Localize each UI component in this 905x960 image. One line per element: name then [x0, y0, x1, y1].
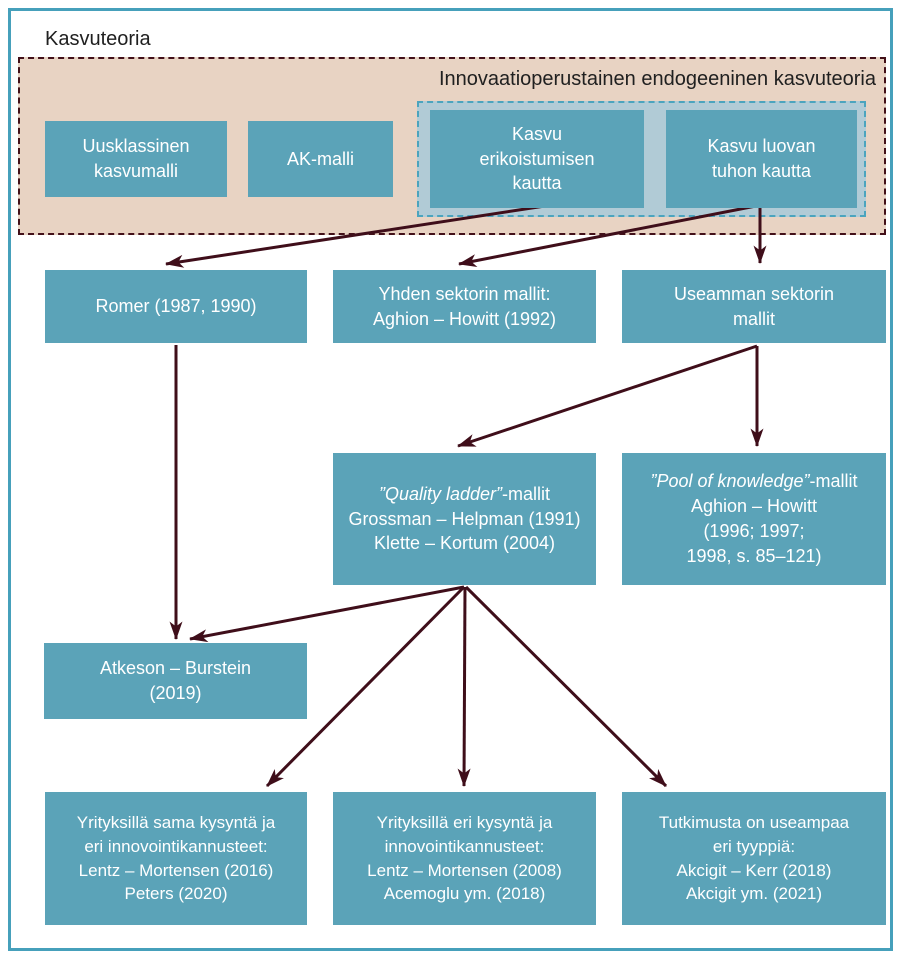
node-kasvu-erikoistumisen-kautta: Kasvu erikoistumisen kautta	[430, 110, 644, 208]
node-label: Atkeson – Burstein (2019)	[99, 658, 252, 703]
node-title-italic: ”Pool of knowledge”	[650, 471, 810, 492]
node-label: Tutkimusta on useampaa eri tyyppiä: Akci…	[658, 812, 850, 904]
node-title-rest: -mallit	[502, 483, 551, 504]
node-useamman-sektorin-mallit: Useamman sektorin mallit	[622, 270, 886, 343]
outer-frame	[8, 8, 893, 951]
node-romer: Romer (1987, 1990)	[45, 270, 307, 343]
node-label: AK-malli	[286, 148, 354, 169]
innovation-group-label: Innovaatioperustainen endogeeninen kasvu…	[438, 68, 876, 90]
node-body: Grossman – Helpman (1991) Klette – Kortu…	[348, 508, 581, 554]
node-title-rest: -mallit	[809, 471, 858, 492]
node-atkeson-burstein: Atkeson – Burstein (2019)	[44, 643, 307, 719]
node-label: Yrityksillä sama kysyntä ja eri innovoin…	[76, 812, 276, 904]
node-sama-kysynta: Yrityksillä sama kysyntä ja eri innovoin…	[45, 792, 307, 925]
node-label: Uusklassinen kasvumalli	[82, 136, 190, 181]
kasvuteoria-group-label: Kasvuteoria	[45, 28, 151, 50]
node-label: Kasvu erikoistumisen kautta	[479, 123, 595, 194]
node-quality-ladder-mallit: ”Quality ladder”-mallit Grossman – Helpm…	[333, 453, 596, 585]
node-label: Romer (1987, 1990)	[95, 296, 257, 317]
node-ak-malli: AK-malli	[248, 121, 393, 197]
node-tutkimusta: Tutkimusta on useampaa eri tyyppiä: Akci…	[622, 792, 886, 925]
node-uusklassinen-kasvumalli: Uusklassinen kasvumalli	[45, 121, 227, 197]
node-label: Kasvu luovan tuhon kautta	[707, 136, 816, 181]
node-kasvu-luovan-tuhon-kautta: Kasvu luovan tuhon kautta	[666, 110, 857, 208]
node-label: Yrityksillä eri kysyntä ja innovointikan…	[367, 812, 562, 904]
node-yhden-sektorin-mallit: Yhden sektorin mallit: Aghion – Howitt (…	[333, 270, 596, 343]
node-body: Aghion – Howitt (1996; 1997; 1998, s. 85…	[686, 496, 822, 566]
node-pool-of-knowledge-mallit: ”Pool of knowledge”-mallit Aghion – Howi…	[622, 453, 886, 585]
node-eri-kysynta: Yrityksillä eri kysyntä ja innovointikan…	[333, 792, 596, 925]
node-label: Useamman sektorin mallit	[673, 283, 835, 329]
node-title: ”Quality ladder”-mallit	[379, 482, 550, 507]
node-title: ”Pool of knowledge”-mallit	[650, 469, 857, 494]
node-title-italic: ”Quality ladder”	[378, 483, 503, 504]
node-label: Yhden sektorin mallit: Aghion – Howitt (…	[372, 283, 557, 329]
